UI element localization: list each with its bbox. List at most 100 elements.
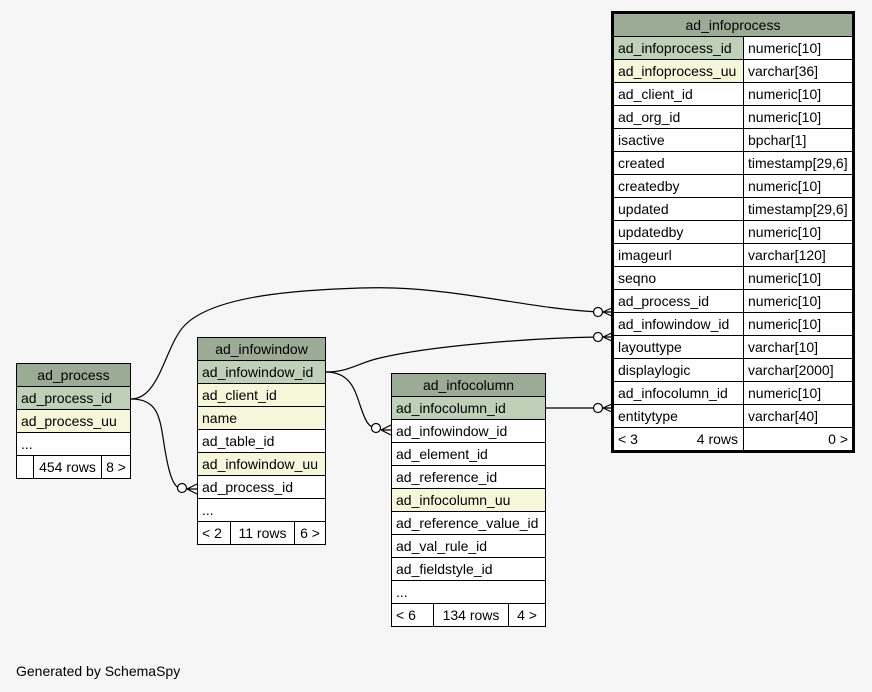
table-footer-parents: < 6 [391, 603, 434, 627]
optional-marker [592, 306, 604, 318]
column-name[interactable]: updatedby [613, 220, 744, 244]
column-name[interactable]: ad_infowindow_uu [197, 452, 326, 476]
table-row[interactable]: ad_infocolumn_uu [391, 488, 546, 512]
column-name[interactable]: ad_table_id [197, 429, 326, 453]
table-row[interactable]: ad_client_id [197, 383, 326, 407]
column-name[interactable]: ad_process_id [197, 475, 326, 499]
column-name[interactable]: ad_fieldstyle_id [391, 557, 546, 581]
column-name[interactable]: ad_process_id [613, 289, 744, 313]
column-type: varchar[10] [743, 335, 853, 359]
table-title[interactable]: ad_process [16, 363, 131, 387]
column-name[interactable]: ad_infowindow_id [613, 312, 744, 336]
column-type: varchar[2000] [743, 358, 853, 382]
table-footer-rows: 11 rows [230, 521, 295, 545]
column-name[interactable]: ad_reference_value_id [391, 511, 546, 535]
table-row[interactable]: ad_process_id [16, 386, 131, 410]
column-name[interactable]: layouttype [613, 335, 744, 359]
column-name[interactable]: ad_client_id [613, 82, 744, 106]
table-footer-parents: < 3 [618, 431, 638, 447]
column-name[interactable]: ad_process_id [16, 386, 131, 410]
column-name[interactable]: created [613, 151, 744, 175]
generated-by-footer: Generated by SchemaSpy [16, 663, 181, 679]
column-name[interactable]: ad_org_id [613, 105, 744, 129]
column-type: numeric[10] [743, 381, 853, 405]
table-title[interactable]: ad_infowindow [197, 337, 326, 361]
column-name[interactable]: ad_client_id [197, 383, 326, 407]
column-name[interactable]: name [197, 406, 326, 430]
optional-marker [592, 331, 604, 343]
table-row[interactable]: ad_fieldstyle_id [391, 557, 546, 581]
column-name[interactable]: imageurl [613, 243, 744, 267]
column-name[interactable]: ad_val_rule_id [391, 534, 546, 558]
column-type: numeric[10] [743, 266, 853, 290]
column-name[interactable]: entitytype [613, 404, 744, 428]
table-row[interactable]: ad_infowindow_id [391, 419, 546, 443]
column-type: numeric[10] [743, 289, 853, 313]
table-row[interactable]: ad_process_id [197, 475, 326, 499]
column-name[interactable]: ad_infoprocess_id [613, 36, 744, 60]
column-name[interactable]: ... [16, 432, 131, 456]
table-row[interactable]: ... [16, 432, 131, 456]
table-row[interactable]: ad_infocolumn_id [391, 396, 546, 420]
column-type: numeric[10] [743, 82, 853, 106]
table-footer-children: 0 > [743, 427, 853, 451]
table-row[interactable]: ad_process_uu [16, 409, 131, 433]
column-name[interactable]: ... [197, 498, 326, 522]
column-name[interactable]: ad_infowindow_id [197, 360, 326, 384]
table-row[interactable]: ad_table_id [197, 429, 326, 453]
column-name[interactable]: ad_element_id [391, 442, 546, 466]
column-name[interactable]: updated [613, 197, 744, 221]
table-row[interactable]: ad_reference_value_id [391, 511, 546, 535]
table-footer-children: 6 > [294, 521, 326, 545]
column-name[interactable]: seqno [613, 266, 744, 290]
column-type: varchar[36] [743, 59, 853, 83]
column-name[interactable]: ad_infowindow_id [391, 419, 546, 443]
column-name[interactable]: ad_reference_id [391, 465, 546, 489]
column-name[interactable]: ad_infocolumn_uu [391, 488, 546, 512]
table-row[interactable]: ad_infowindow_uu [197, 452, 326, 476]
column-type: varchar[40] [743, 404, 853, 428]
table-title[interactable]: ad_infoprocess [613, 13, 853, 37]
table-row[interactable]: ad_element_id [391, 442, 546, 466]
table-row[interactable]: ad_reference_id [391, 465, 546, 489]
table-row[interactable]: ... [391, 580, 546, 604]
column-name[interactable]: ad_infocolumn_id [613, 381, 744, 405]
table-row[interactable]: ad_infowindow_id [197, 360, 326, 384]
link-infowindow-infocolumn [325, 371, 379, 430]
table-row[interactable]: ... [197, 498, 326, 522]
column-name[interactable]: ad_process_uu [16, 409, 131, 433]
column-name[interactable]: displaylogic [613, 358, 744, 382]
column-type: numeric[10] [743, 105, 853, 129]
column-name[interactable]: ad_infoprocess_uu [613, 59, 744, 83]
column-name[interactable]: isactive [613, 128, 744, 152]
table-row[interactable]: ad_val_rule_id [391, 534, 546, 558]
table-row[interactable]: name [197, 406, 326, 430]
column-name[interactable]: createdby [613, 174, 744, 198]
column-name[interactable]: ... [391, 580, 546, 604]
column-name[interactable]: ad_infocolumn_id [391, 396, 546, 420]
table-title[interactable]: ad_infocolumn [391, 373, 546, 397]
